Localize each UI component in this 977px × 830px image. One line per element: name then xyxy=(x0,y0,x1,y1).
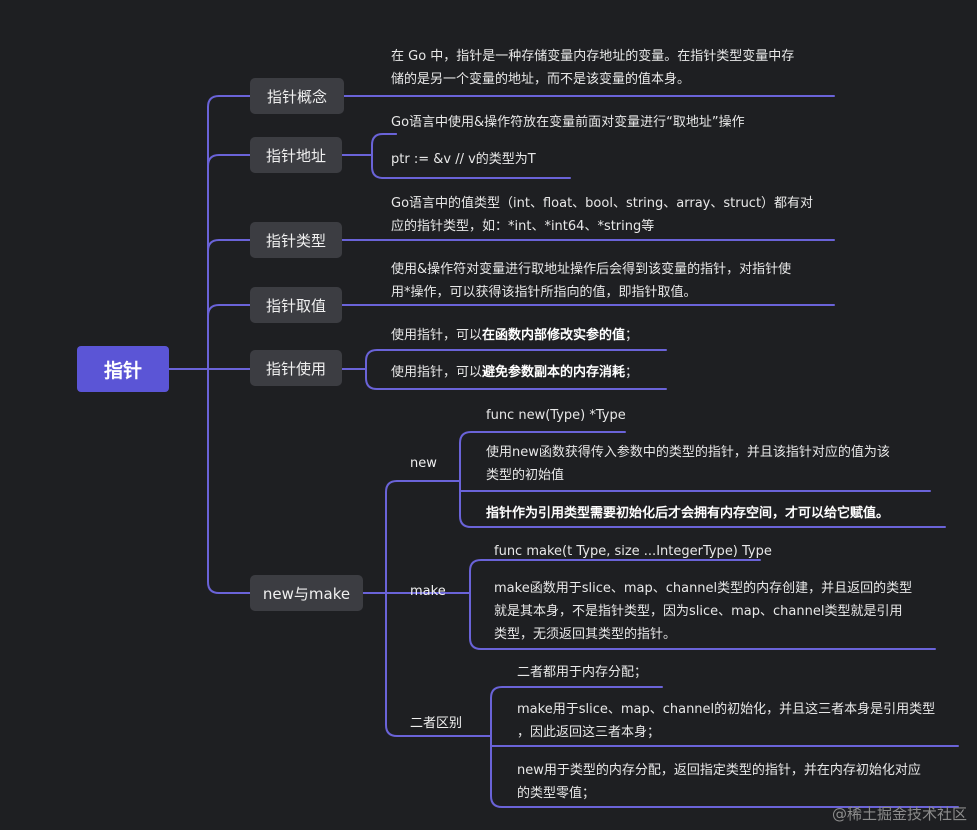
branch-pointer-value[interactable]: 指针取值 xyxy=(250,287,342,323)
leaf-diff-3: new用于类型的内存分配，返回指定类型的指针，并在内存初始化对应 的类型零值； xyxy=(517,759,921,805)
connector-b2-bracket xyxy=(341,133,397,156)
watermark: @稀土掘金技术社区 xyxy=(831,805,967,823)
leaf-line: make函数用于slice、map、channel类型的内存创建，并且返回的类型 xyxy=(494,581,913,596)
leaf-line: Go语言中使用&操作符放在变量前面对变量进行“取地址”操作 xyxy=(391,115,745,130)
leaf-line: func make(t Type, size ...IntegerType) T… xyxy=(494,544,772,559)
leaf-line: 用*操作，可以获得该指针所指向的值，即指针取值。 xyxy=(391,285,697,300)
leaf-emphasis: 避免参数副本的内存消耗 xyxy=(482,365,626,380)
leaf-suffix: ； xyxy=(625,328,639,343)
leaf-type: Go语言中的值类型（int、float、bool、string、array、st… xyxy=(391,192,813,238)
leaf-line: ptr := &v // v的类型为T xyxy=(391,152,536,167)
leaf-line: 应的指针类型，如：*int、*int64、*string等 xyxy=(391,219,655,234)
leaf-line: 使用new函数获得传入参数中的类型的指针，并且该指针对应的值为该 xyxy=(486,445,890,460)
branch-pointer-type[interactable]: 指针类型 xyxy=(250,222,342,258)
leaf-prefix: 使用指针，可以 xyxy=(391,328,483,343)
leaf-address-2: ptr := &v // v的类型为T xyxy=(391,148,536,171)
root-node[interactable]: 指针 xyxy=(77,346,169,392)
leaf-make-signature: func make(t Type, size ...IntegerType) T… xyxy=(494,540,772,563)
connector-b4 xyxy=(207,304,251,317)
connector-b5-bracket xyxy=(341,349,667,370)
leaf-emphasis: 在函数内部修改实参的值 xyxy=(482,328,626,343)
connector-trunk xyxy=(207,95,220,594)
leaf-usage-1: 使用指针，可以在函数内部修改实参的值； xyxy=(391,324,638,347)
leaf-line: Go语言中的值类型（int、float、bool、string、array、st… xyxy=(391,196,814,211)
connector-b3 xyxy=(207,239,251,252)
connector-make-bracket xyxy=(469,559,761,594)
leaf-new-signature: func new(Type) *Type xyxy=(486,404,626,427)
leaf-line: 的类型零值； xyxy=(517,786,596,801)
leaf-line: 二者都用于内存分配； xyxy=(517,665,648,680)
leaf-diff-1: 二者都用于内存分配； xyxy=(517,661,647,684)
branch-pointer-address[interactable]: 指针地址 xyxy=(250,137,342,173)
leaf-make-description: make函数用于slice、map、channel类型的内存创建，并且返回的类型… xyxy=(494,577,912,646)
connector-new-bracket xyxy=(459,431,626,482)
leaf-address-1: Go语言中使用&操作符放在变量前面对变量进行“取地址”操作 xyxy=(391,111,745,134)
branch-pointer-usage[interactable]: 指针使用 xyxy=(250,350,342,386)
leaf-line: new用于类型的内存分配，返回指定类型的指针，并在内存初始化对应 xyxy=(517,763,921,778)
sub-difference[interactable]: 二者区别 xyxy=(410,716,463,731)
leaf-prefix: 使用指针，可以 xyxy=(391,365,483,380)
sub-make[interactable]: make xyxy=(410,584,446,599)
sub-new[interactable]: new xyxy=(410,456,437,471)
leaf-line: ，因此返回这三者本身； xyxy=(517,725,661,740)
leaf-line: 类型，无须返回其类型的指针。 xyxy=(494,627,677,642)
leaf-usage-2: 使用指针，可以避免参数副本的内存消耗； xyxy=(391,361,638,384)
leaf-line: 使用&操作符对变量进行取地址操作后会得到该变量的指针，对指针使 xyxy=(391,262,792,277)
leaf-new-note: 指针作为引用类型需要初始化后才会拥有内存空间，才可以给它赋值。 xyxy=(486,506,890,521)
leaf-value: 使用&操作符对变量进行取地址操作后会得到该变量的指针，对指针使 用*操作，可以获… xyxy=(391,258,791,304)
leaf-line: func new(Type) *Type xyxy=(486,408,626,423)
branch-new-make[interactable]: new与make xyxy=(250,575,363,611)
connector-diff-bracket xyxy=(490,686,663,737)
leaf-suffix: ； xyxy=(625,365,639,380)
leaf-diff-2: make用于slice、map、channel的初始化，并且这三者本身是引用类型… xyxy=(517,698,935,744)
leaf-line: 储的是另一个变量的地址，而不是该变量的值本身。 xyxy=(391,72,691,87)
connector-b2 xyxy=(207,154,251,167)
leaf-line: 就是其本身，不是指针类型，因为slice、map、channel类型就是引用 xyxy=(494,604,903,619)
leaf-line: 在 Go 中，指针是一种存储变量内存地址的变量。在指针类型变量中存 xyxy=(391,49,795,64)
branch-pointer-concept[interactable]: 指针概念 xyxy=(250,78,344,114)
leaf-new-description: 使用new函数获得传入参数中的类型的指针，并且该指针对应的值为该 类型的初始值 xyxy=(486,441,890,487)
leaf-concept: 在 Go 中，指针是一种存储变量内存地址的变量。在指针类型变量中存 储的是另一个… xyxy=(391,45,794,91)
leaf-line: 类型的初始值 xyxy=(486,468,565,483)
leaf-line: make用于slice、map、channel的初始化，并且这三者本身是引用类型 xyxy=(517,702,936,717)
